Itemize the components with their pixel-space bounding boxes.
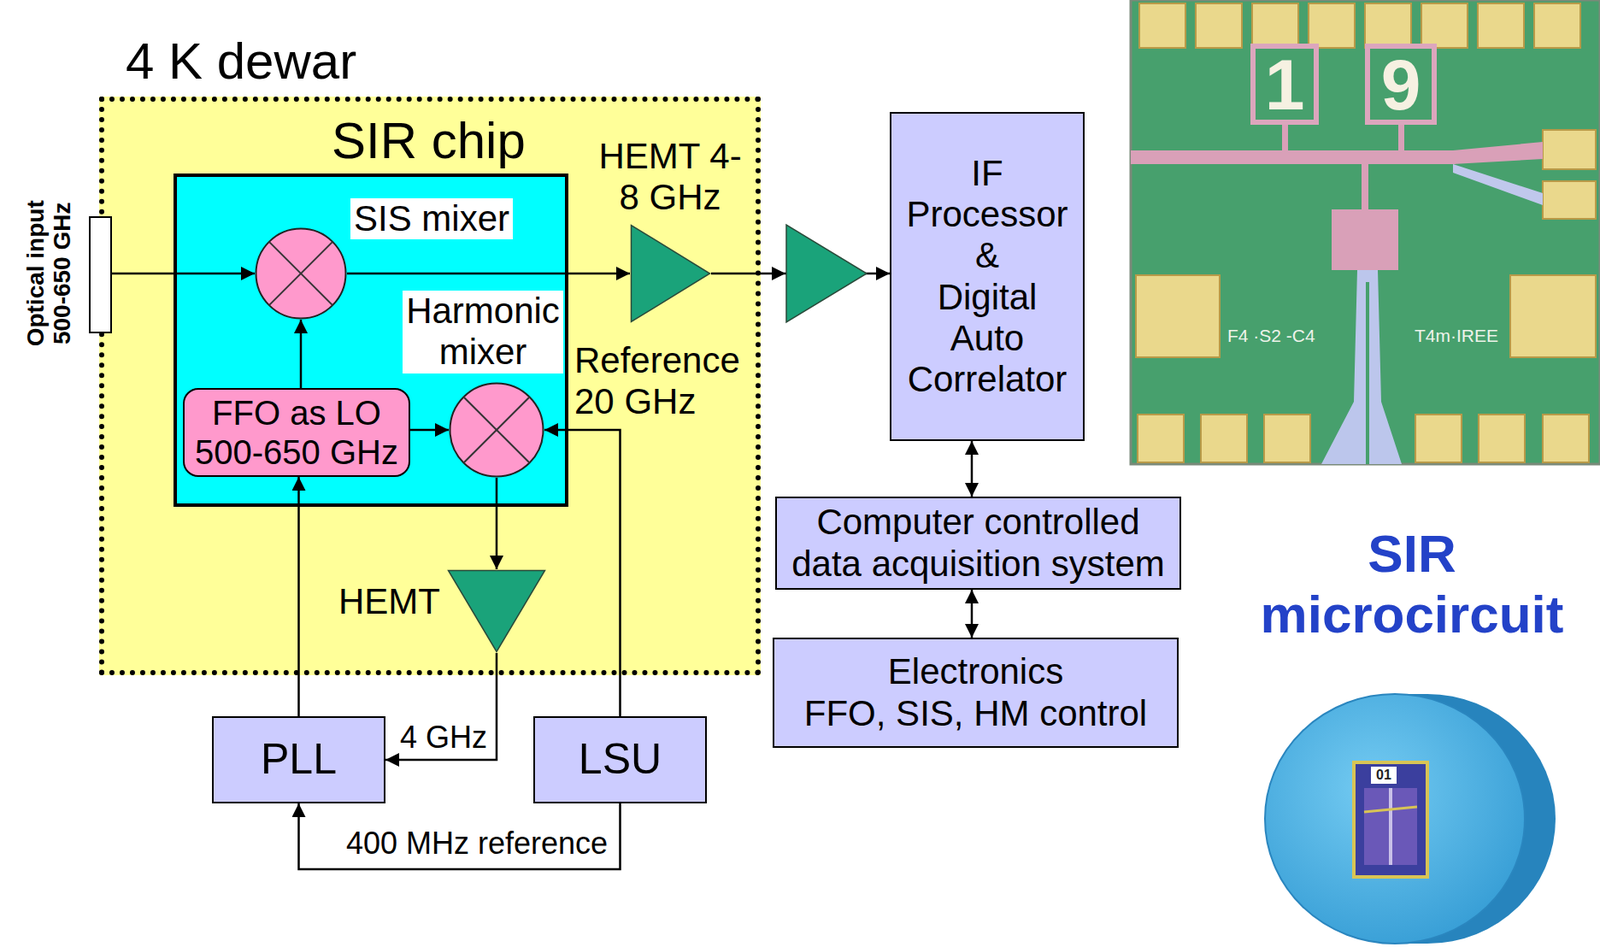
bond-pad: [1139, 3, 1186, 48]
mixer-cross: [463, 396, 530, 463]
trace-gap: [1365, 282, 1370, 465]
shape-heading: 4 K dewar: [125, 35, 357, 88]
mixer-cross: [269, 241, 333, 306]
signal-connector: [970, 589, 974, 638]
shape-outline: [448, 382, 545, 478]
process-box: LSU: [533, 716, 707, 804]
trace: [1282, 122, 1289, 153]
chip-image: [1388, 788, 1393, 865]
signal-label: 4 GHz: [400, 719, 488, 755]
process-box: Computer controlled data acquisition sys…: [775, 496, 1182, 590]
disc-side: [1299, 694, 1556, 944]
bond-pad: [1135, 275, 1220, 358]
shape-heading: HEMT 4-8 GHz: [596, 135, 744, 219]
arrowhead: [771, 266, 786, 281]
bond-pad: [1477, 3, 1524, 48]
shape-heading: SIS mixer: [350, 198, 513, 240]
amplifier-symbol: [786, 224, 867, 323]
bond-pad: [1264, 414, 1311, 463]
bond-pad: [1252, 3, 1299, 48]
bond-pad: [1137, 414, 1184, 463]
chip-image: [1364, 806, 1418, 812]
shape-outline: [254, 227, 348, 320]
input-window: Optical input 500-650 GHz: [88, 216, 112, 334]
bond-pad: [1478, 414, 1525, 463]
box-text: IF Processor & Digital Auto Correlator: [894, 152, 1080, 401]
amplifier-outline: [448, 570, 546, 653]
mixer-outline: [450, 383, 544, 477]
disc-side: [1394, 694, 1428, 944]
bond-pad: [1364, 3, 1412, 48]
trace: [1321, 270, 1402, 465]
bond-pad: [1542, 414, 1589, 463]
bond-pad: [1534, 3, 1581, 48]
mixer-outline: [256, 229, 347, 319]
marking-frame: [1367, 46, 1435, 123]
photo-ground: [1130, 0, 1600, 465]
oscillator-box: FFO as LO 500-650 GHz: [182, 388, 411, 477]
box-text: FFO, SIS, HM control: [804, 693, 1148, 735]
chip-marking: 1: [1252, 48, 1317, 121]
signal-label: Reference 20 GHz: [574, 340, 750, 424]
bond-pad: [1542, 181, 1596, 219]
mixer-circle: Harmonic mixer: [448, 382, 545, 478]
bond-pad: [1542, 129, 1596, 170]
trace: [1452, 164, 1543, 206]
mixer-cross: [269, 241, 333, 306]
bond-pad: [1415, 414, 1462, 463]
chip-region: SIR chipSIS mixerHarmonic mixerFFO as LO…: [173, 173, 569, 507]
shape-heading: SIR chip: [331, 115, 526, 167]
shape-heading: Harmonic mixer: [402, 290, 564, 374]
shape-heading: HEMT: [338, 581, 441, 623]
chip-image: [1353, 762, 1428, 877]
bond-pad: [1200, 414, 1248, 463]
box-text: LSU: [578, 735, 662, 785]
figure-title: SIR microcircuit: [1245, 523, 1579, 646]
trace: [1361, 164, 1369, 210]
amplifier-outline: [631, 225, 711, 323]
marking-frame: [1252, 46, 1317, 123]
marking-patch: [1370, 766, 1397, 784]
trace: [1130, 150, 1456, 165]
chip-image: [1364, 788, 1418, 865]
mixer-cross: [463, 396, 530, 463]
trace: [1331, 209, 1399, 271]
signal-connector: [299, 803, 621, 870]
mixer-circle: SIS mixer: [254, 227, 348, 320]
bond-pad: [1308, 3, 1355, 48]
box-text: Computer controlled data acquisition sys…: [780, 501, 1177, 585]
signal-connector: [970, 441, 974, 497]
box-text: PLL: [260, 735, 337, 785]
bond-pad: [1421, 3, 1468, 48]
chip-photo: [1130, 0, 1600, 465]
shape-frame: [88, 216, 112, 334]
process-box: IF Processor & Digital Auto Correlator: [889, 111, 1085, 442]
bond-pad: [1510, 275, 1596, 358]
shape-outline: [629, 223, 712, 324]
box-text: Electronics: [888, 651, 1064, 693]
amplifier-triangle: HEMT: [447, 569, 547, 653]
shape-heading: Optical input 500-650 GHz: [23, 192, 77, 355]
amplifier-triangle: HEMT 4-8 GHz: [629, 223, 712, 324]
chip-holder: [1264, 694, 1556, 944]
trace: [1398, 122, 1405, 153]
process-box: PLL: [211, 716, 386, 804]
chip-marking: T4m·IREE: [1414, 325, 1499, 347]
box-text: FFO as LO 500-650 GHz: [188, 393, 406, 472]
disc-face: [1264, 694, 1525, 944]
process-box: ElectronicsFFO, SIS, HM control: [772, 637, 1179, 748]
trace: [1452, 141, 1543, 165]
signal-label: 400 MHz reference: [346, 825, 608, 861]
shape-outline: [447, 569, 547, 653]
bond-pad: [1195, 3, 1242, 48]
chip-marking: 01: [1370, 766, 1397, 784]
chip-marking: 9: [1367, 48, 1435, 121]
chip-marking: F4 ·S2 -C4: [1227, 325, 1316, 347]
